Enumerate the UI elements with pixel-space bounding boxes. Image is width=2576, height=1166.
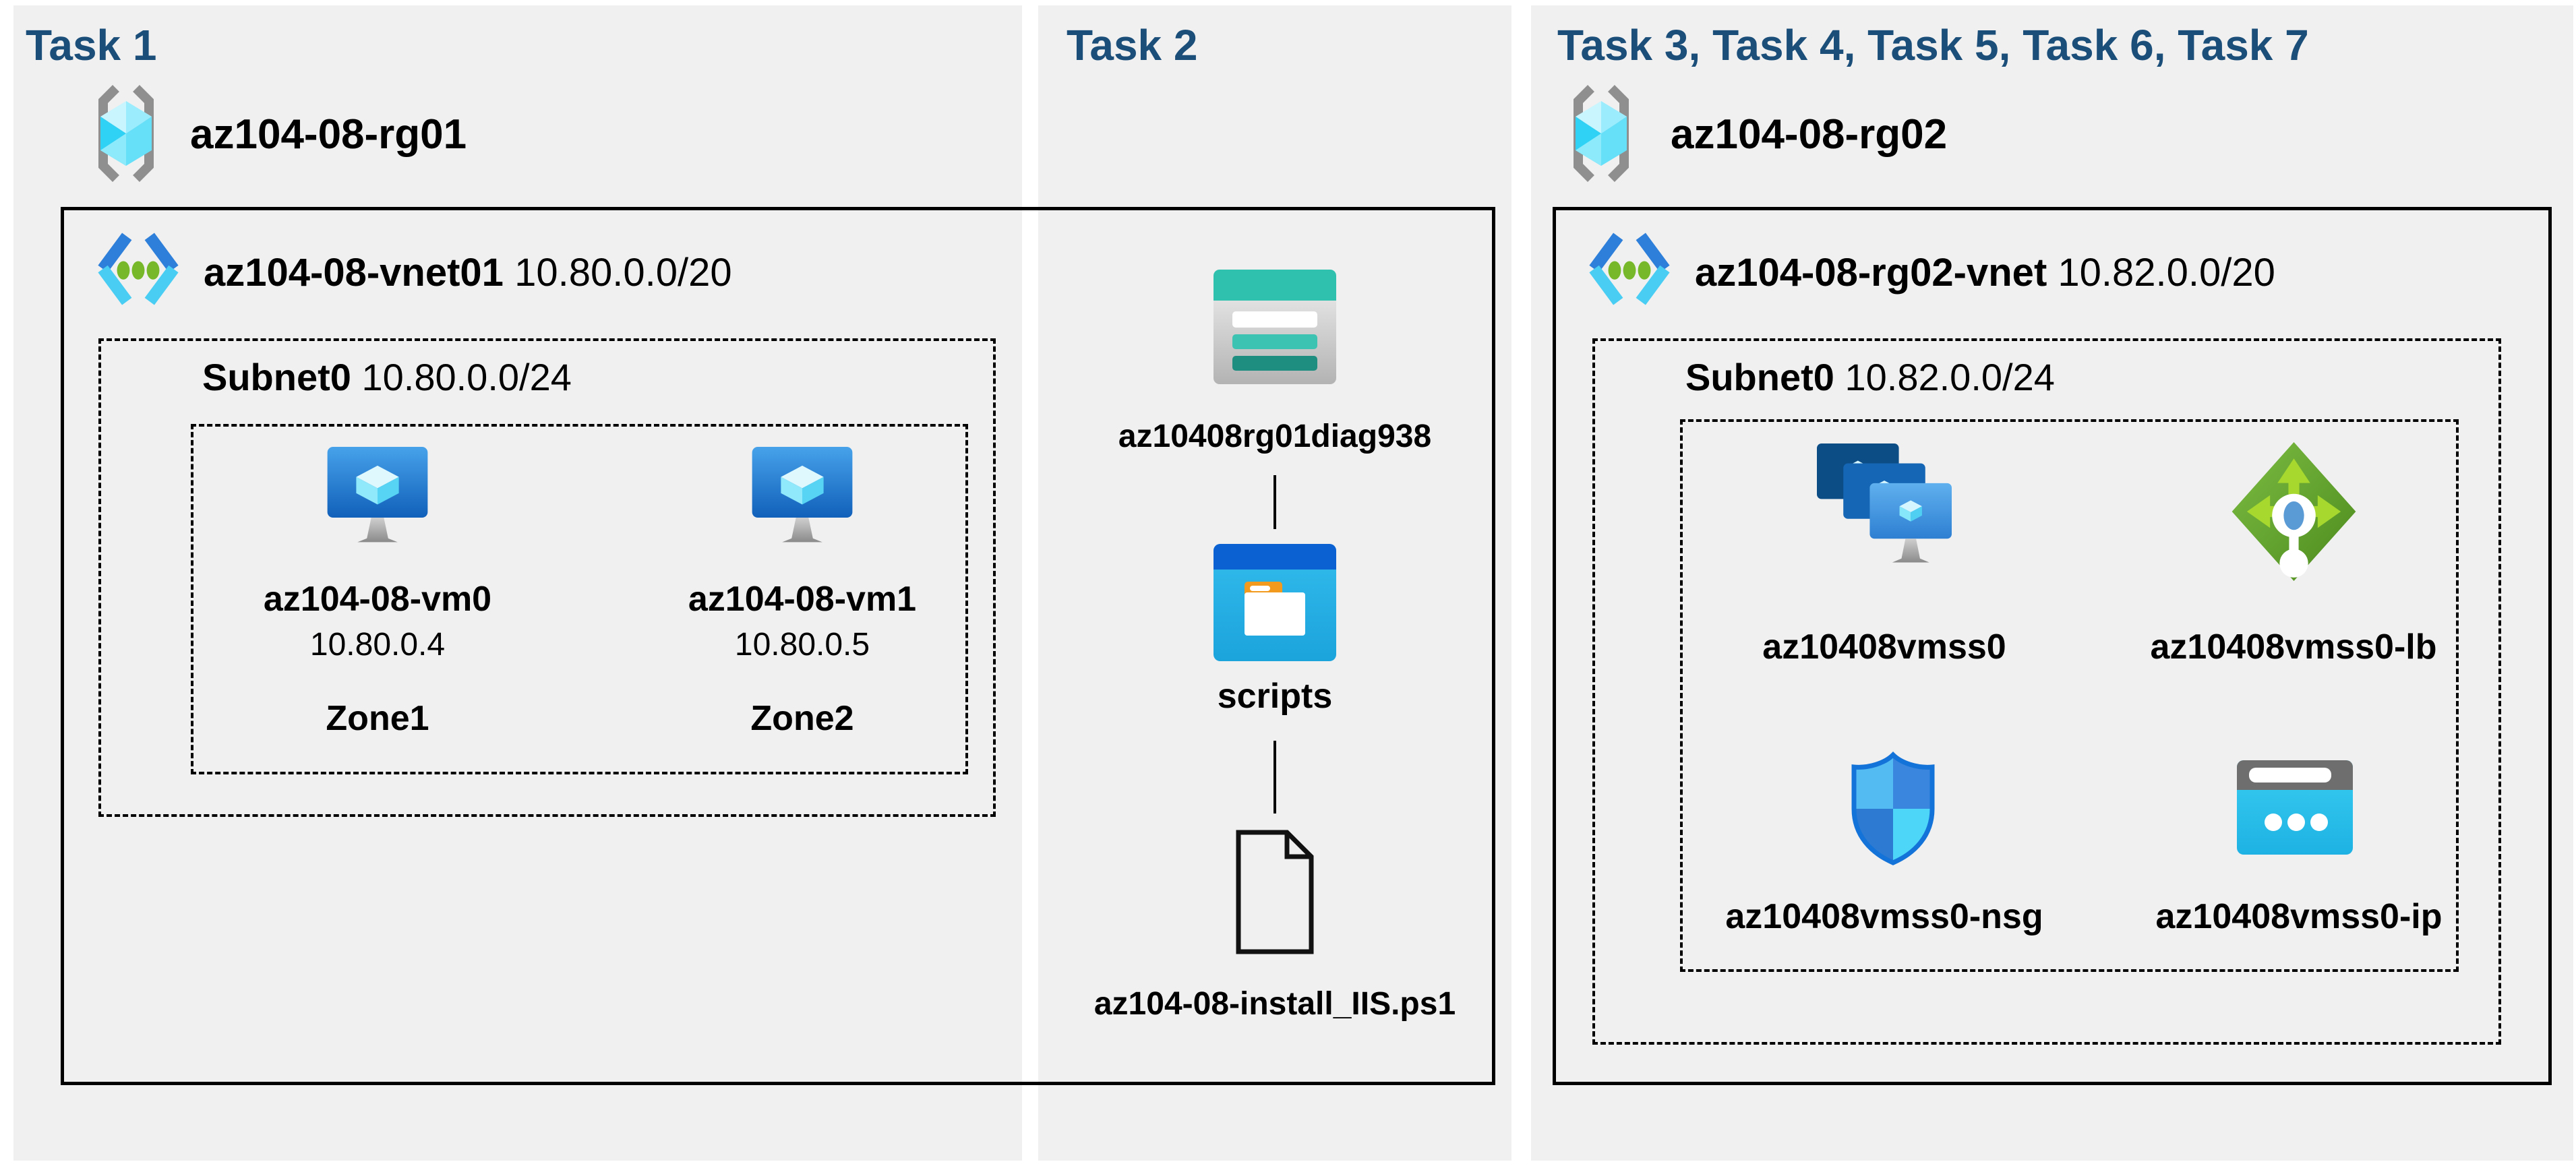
subnet-cidr: 10.80.0.0/24 (361, 356, 572, 398)
virtual-network-icon (1586, 229, 1673, 309)
task3-title: Task 3, Task 4, Task 5, Task 6, Task 7 (1557, 21, 2309, 69)
virtual-machine-icon (752, 447, 853, 563)
vnet-cidr: 10.80.0.0/20 (514, 251, 732, 295)
load-balancer-name: az10408vmss0-lb (2150, 627, 2437, 667)
vnet01-boundary-box (61, 207, 1495, 1085)
vmss-name: az10408vmss0 (1762, 627, 2006, 667)
subnet-label: Subnet0 10.82.0.0/24 (1685, 356, 2055, 399)
vm-zone: Zone2 (750, 699, 854, 738)
task1-title: Task 1 (26, 21, 157, 69)
vmss-icon (1817, 443, 1952, 581)
subnet-name: Subnet0 (202, 356, 351, 398)
vnet-label: az104-08-vnet01 10.80.0.0/20 (204, 251, 732, 295)
container-name: scripts (1217, 677, 1333, 716)
subnet-cidr: 10.82.0.0/24 (1845, 356, 2055, 398)
subnet-label: Subnet0 10.80.0.0/24 (202, 356, 572, 399)
storage-account-icon (1214, 270, 1336, 384)
vm0-group: az104-08-vm0 10.80.0.4 Zone1 (236, 447, 519, 739)
resource-group-name: az104-08-rg02 (1671, 111, 1948, 158)
vnet-label: az104-08-rg02-vnet 10.82.0.0/20 (1695, 251, 2275, 295)
vm1-group: az104-08-vm1 10.80.0.5 Zone2 (661, 447, 944, 739)
vm-ip: 10.80.0.5 (734, 627, 870, 663)
resource-group-name: az104-08-rg01 (190, 111, 467, 158)
nsg-name: az10408vmss0-nsg (1725, 897, 2043, 936)
subnet0-box-task1 (98, 338, 996, 817)
connector-line (1274, 741, 1276, 814)
task3-panel (1531, 5, 2573, 1161)
subnet-name: Subnet0 (1685, 356, 1834, 398)
load-balancer-icon (2228, 439, 2360, 584)
vnet-name: az104-08-vnet01 (204, 251, 504, 295)
public-ip-icon (2237, 760, 2353, 855)
vmss-resources-box (1680, 419, 2459, 972)
blob-container-icon (1214, 544, 1336, 661)
public-ip-name: az10408vmss0-ip (2155, 897, 2443, 936)
resource-group-icon (86, 83, 166, 184)
task2-stack: az10408rg01diag938 scripts az104-08-inst… (1052, 270, 1498, 1022)
resource-group-icon (1561, 83, 1641, 184)
vnet-name: az104-08-rg02-vnet (1695, 251, 2047, 295)
vnet-cidr: 10.82.0.0/20 (2058, 251, 2275, 295)
nsg-icon (1846, 751, 1940, 867)
virtual-network-icon (94, 229, 182, 309)
task1-panel (13, 5, 1022, 1161)
virtual-machine-icon (327, 447, 428, 563)
file-icon (1232, 827, 1318, 957)
vm-ip: 10.80.0.4 (309, 627, 446, 663)
connector-line (1274, 475, 1276, 529)
vm-name: az104-08-vm1 (688, 580, 917, 619)
rg02-vnet-boundary-box (1553, 207, 2552, 1085)
script-file-name: az104-08-install_IIS.ps1 (1094, 986, 1456, 1022)
vm-zone: Zone1 (326, 699, 429, 738)
vm-name: az104-08-vm0 (263, 580, 492, 619)
availability-zones-box (191, 424, 968, 774)
subnet0-box-task3 (1592, 338, 2501, 1045)
task2-title: Task 2 (1067, 21, 1198, 69)
storage-account-name: az10408rg01diag938 (1118, 419, 1432, 454)
